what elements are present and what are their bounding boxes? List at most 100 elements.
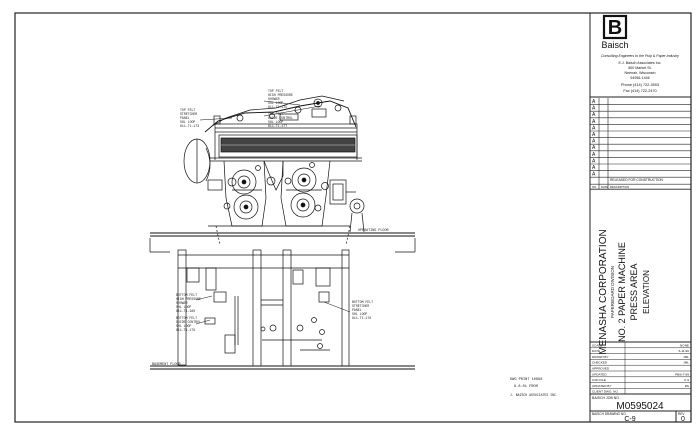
info-label: CHECKED bbox=[592, 361, 608, 365]
info-value: C-9 bbox=[684, 378, 689, 382]
firm-address-3: Neenah, Wisconsin bbox=[625, 71, 656, 75]
revision-mark: A bbox=[592, 145, 596, 151]
firm-fax: Fax (414) 722-2470 bbox=[623, 89, 656, 93]
felt-roll-left bbox=[183, 138, 211, 184]
press-roll-top-left bbox=[231, 169, 257, 195]
revision-mark: A bbox=[592, 165, 596, 171]
small-rolls bbox=[223, 162, 329, 212]
press-main-frame bbox=[210, 115, 362, 162]
press-roll-top-right bbox=[291, 167, 317, 193]
info-value: 6-11-96 bbox=[679, 349, 690, 353]
top-felt-run bbox=[204, 95, 357, 133]
drawing-title: MENASHA CORPORATION PAPERBOARD DIVISION … bbox=[598, 229, 651, 354]
right-roll-stand bbox=[349, 198, 365, 233]
callout-line: BOTTOM FELT bbox=[176, 293, 197, 297]
callout-line: TOP FELT bbox=[268, 112, 283, 116]
baisch-logo: B bbox=[602, 14, 628, 40]
info-label: CAD FILE bbox=[592, 378, 606, 382]
press-roll-bottom-left bbox=[233, 194, 259, 220]
firm-name: Baisch bbox=[601, 40, 628, 50]
callout-line: HIGH PRESSURE bbox=[268, 93, 293, 97]
note-line-2: 6-8-01 FROM bbox=[514, 385, 538, 389]
operating-floor bbox=[149, 225, 416, 253]
drawing-number: C-9 bbox=[624, 416, 635, 423]
callout-line: GUIDE CONTROL bbox=[268, 116, 293, 120]
info-value: JML bbox=[683, 361, 689, 365]
title-block: B Baisch Consulting Engineers to the Pul… bbox=[589, 13, 691, 423]
press-roll-bottom-right bbox=[290, 192, 316, 218]
title-view: ELEVATION bbox=[642, 270, 651, 314]
revision-mark: A bbox=[592, 152, 596, 158]
revision-mark: A bbox=[592, 99, 596, 105]
callout-line: SHL LOOP bbox=[352, 312, 367, 316]
firm-address-2: 800 Market St. bbox=[628, 66, 651, 70]
callout-line: HIGH PRESSURE bbox=[176, 297, 201, 301]
info-label: CLIENT DWG. NO. bbox=[592, 390, 619, 394]
info-label: SCALE bbox=[592, 343, 602, 347]
revision-mark: A bbox=[592, 106, 596, 112]
callout-line: SHL LOOP bbox=[176, 324, 191, 328]
firm-address-4: 54956-1446 bbox=[630, 76, 649, 80]
callout-line: 811-T1-173 bbox=[180, 124, 199, 128]
callout-line: STRETCHER bbox=[180, 112, 197, 116]
leader-lines bbox=[195, 100, 351, 325]
operating-floor-label: OPERATING FLOOR bbox=[358, 229, 389, 233]
firm-phone: Phone (414) 722-3593 bbox=[621, 83, 659, 87]
basement-floor bbox=[150, 365, 415, 370]
info-value: PB/6-7-99 bbox=[675, 372, 689, 376]
info-value: RS bbox=[685, 384, 689, 388]
drawing-number-label: BAISCH DRAWING NO. bbox=[592, 412, 627, 416]
revision-header-col_description: DESCRIPTION bbox=[610, 185, 629, 189]
info-label: APPROVED bbox=[592, 367, 610, 371]
callout-line: STRETCHER bbox=[352, 304, 369, 308]
job-label: BAISCH JOB NO. bbox=[592, 396, 620, 400]
callout-line: SHL LOOP bbox=[268, 120, 283, 124]
logo-letter: B bbox=[608, 17, 622, 39]
revision-mark: A bbox=[592, 132, 596, 138]
callout-line: TOP FELT bbox=[268, 89, 283, 93]
info-value: NONE bbox=[680, 343, 689, 347]
callout-line: 811-T1-178 bbox=[352, 316, 371, 320]
info-label: UPDATED bbox=[592, 372, 607, 376]
note-line-3: J. BAISCH ASSOCIATES INC. bbox=[510, 393, 558, 397]
callout-line: PANEL bbox=[352, 308, 362, 312]
note-line-1: DWG PRINT 10898 bbox=[510, 378, 542, 382]
callout-line: 811-T1-180 bbox=[176, 309, 195, 313]
released-for-construction: RELEASED FOR CONSTRUCTION bbox=[610, 178, 664, 182]
callout-line: SHL LOOP bbox=[176, 305, 191, 309]
sheet-border bbox=[14, 12, 692, 423]
callout-line: 811-T1-179 bbox=[176, 328, 195, 332]
callout-line: TOP FELT bbox=[180, 108, 195, 112]
revision-mark: A bbox=[592, 158, 596, 164]
revision-mark: A bbox=[592, 172, 596, 178]
callout-line: SHOWER bbox=[176, 301, 188, 305]
revision-mark: A bbox=[592, 139, 596, 145]
callout-line: 811-T1-177 bbox=[268, 124, 287, 128]
revision-number: 0 bbox=[681, 416, 685, 423]
info-label: DRAWN BY bbox=[592, 355, 609, 359]
revision-header-col_no: NO. bbox=[592, 185, 597, 189]
callout-line: BOTTOM FELT bbox=[176, 316, 197, 320]
revision-mark: A bbox=[592, 119, 596, 125]
firm-tagline: Consulting Engineers to the Pulp & Paper… bbox=[601, 54, 679, 58]
callout-line: 811-T1-175 bbox=[268, 105, 287, 109]
title-machine: NO. 2 PAPER MACHINE bbox=[617, 242, 627, 342]
revision-header-col_date: DATE bbox=[601, 185, 608, 189]
info-value: JML bbox=[683, 355, 689, 359]
title-area: PRESS AREA bbox=[629, 263, 639, 320]
info-label: UPDATED BY bbox=[592, 384, 612, 388]
revision-label: REV bbox=[678, 412, 685, 416]
callout-line: SHL LOOP bbox=[180, 120, 195, 124]
job-number: M0595024 bbox=[616, 401, 664, 412]
title-division: PAPERBOARD DIVISION bbox=[610, 266, 615, 318]
press-side-frames bbox=[207, 160, 356, 227]
